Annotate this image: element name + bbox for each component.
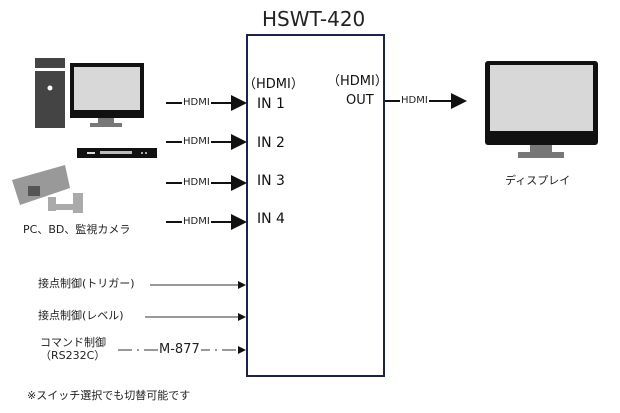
- level-control-label: 接点制御(レベル): [38, 309, 124, 322]
- hdmi-label-in1: HDMI: [182, 97, 211, 109]
- bd-player-icon: [77, 148, 157, 158]
- footnote: ※スイッチ選択でも切替可能です: [27, 389, 191, 402]
- input-label-3: IN 3: [257, 173, 285, 189]
- switcher-box: [246, 34, 385, 377]
- output-label: OUT: [346, 93, 374, 108]
- command-line2: （RS232C）: [40, 349, 106, 362]
- trigger-control-label: 接点制御(トリガー): [38, 277, 135, 290]
- display-icon: [485, 61, 598, 158]
- command-control-label: コマンド制御（RS232C）: [40, 336, 106, 362]
- command-line1: コマンド制御: [40, 336, 106, 349]
- hdmi-label-in3: HDMI: [182, 177, 211, 189]
- rs232c-cable-label: M-877: [158, 342, 201, 357]
- input-label-1: IN 1: [257, 96, 285, 112]
- display-label: ディスプレイ: [505, 174, 571, 187]
- device-title: HSWT-420: [262, 7, 366, 31]
- input-label-2: IN 2: [257, 135, 285, 151]
- camera-icon: [12, 165, 83, 213]
- input-label-4: IN 4: [257, 211, 285, 227]
- pc-icon: [35, 58, 144, 128]
- sources-label: PC、BD、監視カメラ: [23, 223, 131, 236]
- hdmi-label-in2: HDMI: [182, 136, 211, 148]
- hdmi-label-in4: HDMI: [182, 216, 211, 228]
- output-header: （HDMI）: [327, 74, 388, 89]
- hdmi-label-out: HDMI: [400, 95, 429, 107]
- input-header: （HDMI）: [243, 77, 304, 92]
